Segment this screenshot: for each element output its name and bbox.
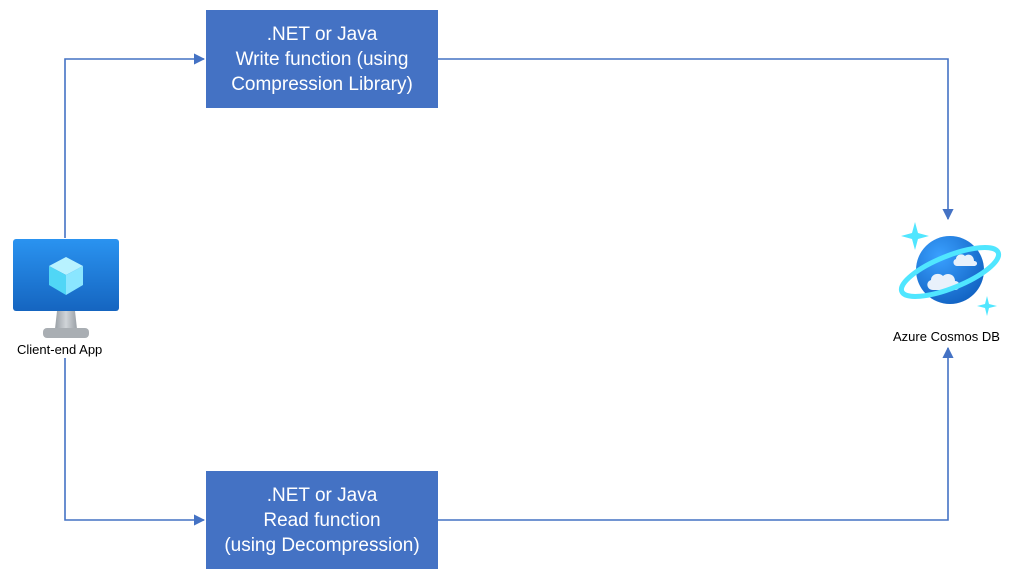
connector-client-to-read [64,358,206,526]
read-box-line2: Read function [263,509,381,531]
azure-cosmos-db-icon [898,222,1002,316]
write-box-line1: .NET or Java [266,23,378,45]
client-app-label: Client-end App [17,342,103,357]
write-box-line2: Write function (using [235,48,409,70]
write-function-box: .NET or Java Write function (using Compr… [206,10,438,108]
virtual-machine-icon [13,239,119,338]
connector-read-to-cosmos [438,346,954,521]
connector-write-to-cosmos [438,58,954,221]
connector-client-to-write [64,53,206,238]
read-box-line3: (using Decompression) [224,534,420,556]
read-function-box: .NET or Java Read function (using Decomp… [206,471,438,569]
cosmos-db-label: Azure Cosmos DB [893,329,1000,344]
read-box-line1: .NET or Java [266,484,378,506]
write-box-line3: Compression Library) [231,73,413,95]
